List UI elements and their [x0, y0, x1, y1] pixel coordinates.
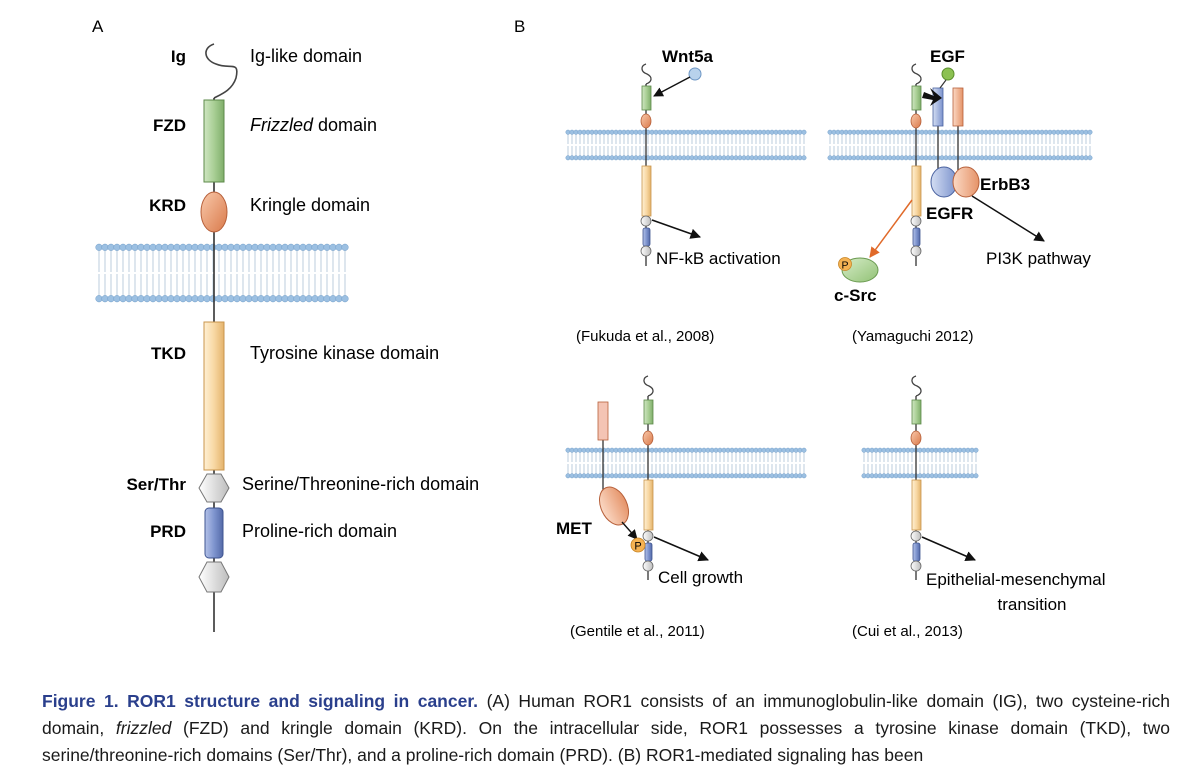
wnt5a-ligand [688, 67, 702, 81]
emt-arrow [921, 536, 976, 562]
emt-label-line2: transition [998, 595, 1067, 614]
caption-text-1: (A) Human ROR1 consists of an immunoglob… [42, 691, 1170, 738]
fzd-b4 [911, 399, 922, 425]
tkd-b2 [911, 165, 922, 217]
krd-b3 [642, 430, 654, 446]
label-ig-name: Ig-like domain [250, 46, 362, 66]
wnt5a-label: Wnt5a [662, 47, 714, 66]
csrc-arrow [869, 199, 913, 258]
label-prd-abbr: PRD [150, 522, 186, 541]
caption-title: Figure 1. ROR1 structure and signaling i… [42, 691, 479, 711]
label-tkd-name: Tyrosine kinase domain [250, 343, 439, 363]
diagram-fukuda: Wnt5a NF-kB activation (Fukuda et al., 2… [565, 47, 807, 345]
citation-fukuda: (Fukuda et al., 2008) [576, 328, 714, 345]
ig-loop-b4 [911, 375, 922, 397]
serthr-domain-1 [198, 473, 230, 503]
caption-text-italic: frizzled [115, 718, 172, 738]
erbb3-label: ErbB3 [980, 175, 1030, 194]
serthr-b3-2 [642, 560, 654, 572]
erbb3-kinase [952, 166, 980, 198]
prd-domain [204, 507, 224, 559]
diagram-cui: Epithelial-mesenchymal transition (Cui e… [852, 375, 1106, 640]
pi3k-arrow [971, 195, 1045, 242]
cell-growth-label: Cell growth [658, 568, 743, 587]
egf-ligand [941, 67, 955, 81]
panel-b-letter: B [514, 17, 525, 36]
emt-label-line1: Epithelial-mesenchymal [926, 570, 1106, 589]
membrane-b1 [565, 129, 807, 161]
serthr-b1-2 [640, 245, 652, 257]
pi3k-label: PI3K pathway [986, 249, 1091, 268]
met-extracellular [597, 401, 609, 441]
ig-loop-b2 [911, 63, 922, 85]
fzd-domain [203, 99, 225, 183]
met-phospho [630, 537, 646, 553]
tkd-b4 [911, 479, 922, 531]
met-phospho-arrow [621, 521, 638, 540]
label-serthr-name: Serine/Threonine-rich domain [242, 474, 479, 494]
label-fzd-abbr: FZD [153, 116, 186, 135]
met-label: MET [556, 519, 593, 538]
fzd-b3 [643, 399, 654, 425]
tkd-b1 [641, 165, 652, 217]
ig-loop-b1 [641, 63, 652, 85]
egfr-label: EGFR [926, 204, 973, 223]
label-fzd-name: Frizzled domain [250, 115, 377, 135]
wnt-binding-arrow [653, 76, 691, 97]
egfr-extracellular [932, 87, 944, 127]
csrc-phospho [838, 257, 852, 271]
egf-stalk [939, 79, 947, 89]
ig-loop [205, 43, 238, 99]
label-tkd-abbr: TKD [151, 344, 186, 363]
serthr-b1 [640, 215, 652, 227]
figure-caption: Figure 1. ROR1 structure and signaling i… [42, 688, 1170, 769]
diagram-yamaguchi: P EGF ErbB3 EGFR c-Src PI3K pathway (Yam… [827, 47, 1093, 345]
nfkb-arrow [651, 219, 701, 239]
ror1-egfr-interaction-arrow [922, 88, 942, 106]
tkd-b3 [643, 479, 654, 531]
serthr-b4-2 [910, 560, 922, 572]
label-prd-name: Proline-rich domain [242, 521, 397, 541]
csrc-phospho-label: P [841, 260, 848, 272]
label-serthr-abbr: Ser/Thr [126, 475, 186, 494]
ig-loop-b3 [643, 375, 654, 397]
egf-label: EGF [930, 47, 965, 66]
csrc-label: c-Src [834, 286, 877, 305]
membrane-b3 [565, 447, 807, 479]
serthr-domain-2 [198, 561, 230, 593]
krd-domain [200, 191, 228, 233]
panel-a-letter: A [92, 17, 104, 36]
tkd-domain [203, 321, 225, 471]
citation-yamaguchi: (Yamaguchi 2012) [852, 328, 973, 345]
met-kinase [598, 486, 630, 526]
krd-b1 [640, 113, 652, 129]
label-krd-abbr: KRD [149, 196, 186, 215]
serthr-b2-2 [910, 245, 922, 257]
ror1-figure: A Ig Ig-like domain FZD Frizzled domain … [92, 17, 1106, 640]
cell-growth-arrow [653, 536, 709, 562]
membrane-b2 [827, 129, 1093, 161]
caption-text-2: (FZD) and kringle domain (KRD). On the i… [42, 718, 1170, 765]
prd-b2 [912, 227, 921, 247]
serthr-b4 [910, 530, 922, 542]
krd-b4 [910, 430, 922, 446]
serthr-b3 [642, 530, 654, 542]
prd-b1 [642, 227, 651, 247]
membrane-b4 [861, 447, 979, 479]
prd-b4 [912, 542, 921, 562]
citation-gentile: (Gentile et al., 2011) [570, 623, 705, 640]
label-krd-name: Kringle domain [250, 195, 370, 215]
krd-b2 [910, 113, 922, 129]
serthr-b2 [910, 215, 922, 227]
fzd-b1 [641, 85, 652, 111]
label-ig-abbr: Ig [171, 47, 186, 66]
fzd-b2 [911, 85, 922, 111]
diagram-gentile: P MET Cell growth (Gentile et al., 2011) [556, 375, 807, 640]
prd-b3 [644, 542, 653, 562]
met-phospho-label: P [634, 541, 641, 553]
nfkb-label: NF-kB activation [656, 249, 781, 268]
erbb3-extracellular [952, 87, 964, 127]
citation-cui: (Cui et al., 2013) [852, 623, 963, 640]
membrane-a [95, 243, 349, 303]
